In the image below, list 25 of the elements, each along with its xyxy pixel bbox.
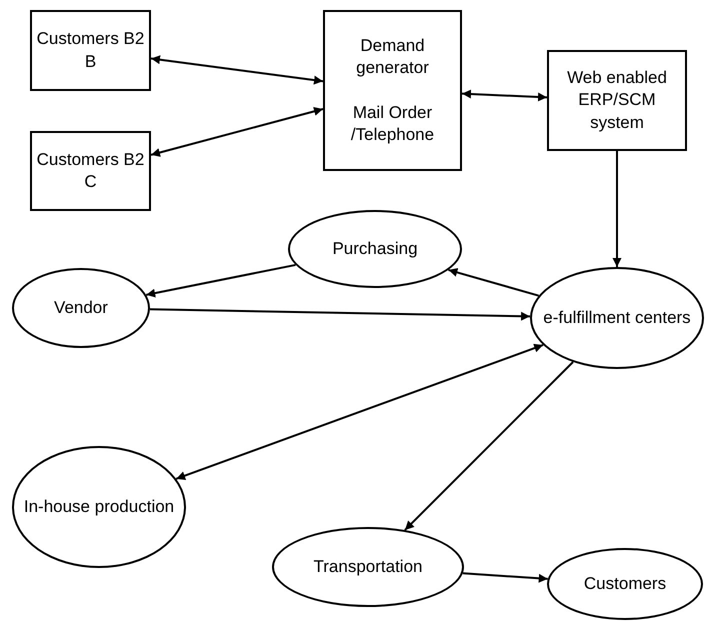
arrow	[462, 90, 548, 102]
node-label: Mail Order /Telephone	[350, 102, 436, 146]
process-box	[323, 10, 462, 171]
node-label: Web enabled ERP/SCM system	[566, 67, 668, 134]
arrow	[462, 572, 548, 583]
node-label: In-house production	[24, 496, 174, 518]
node-label: Customers B2 B	[36, 28, 146, 72]
node-label: Customers	[584, 572, 666, 595]
node-label: Demand generator	[355, 35, 430, 80]
arrow	[146, 264, 296, 298]
arrow	[150, 107, 324, 157]
arrow	[448, 268, 540, 297]
arrow	[150, 308, 530, 321]
node-label: Vendor	[54, 296, 108, 319]
process-box	[30, 10, 151, 91]
arrow	[612, 151, 622, 267]
node-label: Customers B2 C	[36, 148, 146, 193]
process-box	[30, 131, 151, 211]
process-box	[547, 50, 687, 151]
node-label: e-fulfillment centers	[543, 306, 691, 329]
arrow	[176, 344, 544, 480]
arrow	[404, 361, 574, 531]
node-label: Purchasing	[332, 238, 418, 260]
arrow	[150, 55, 324, 85]
node-label: Transportation	[314, 556, 422, 578]
